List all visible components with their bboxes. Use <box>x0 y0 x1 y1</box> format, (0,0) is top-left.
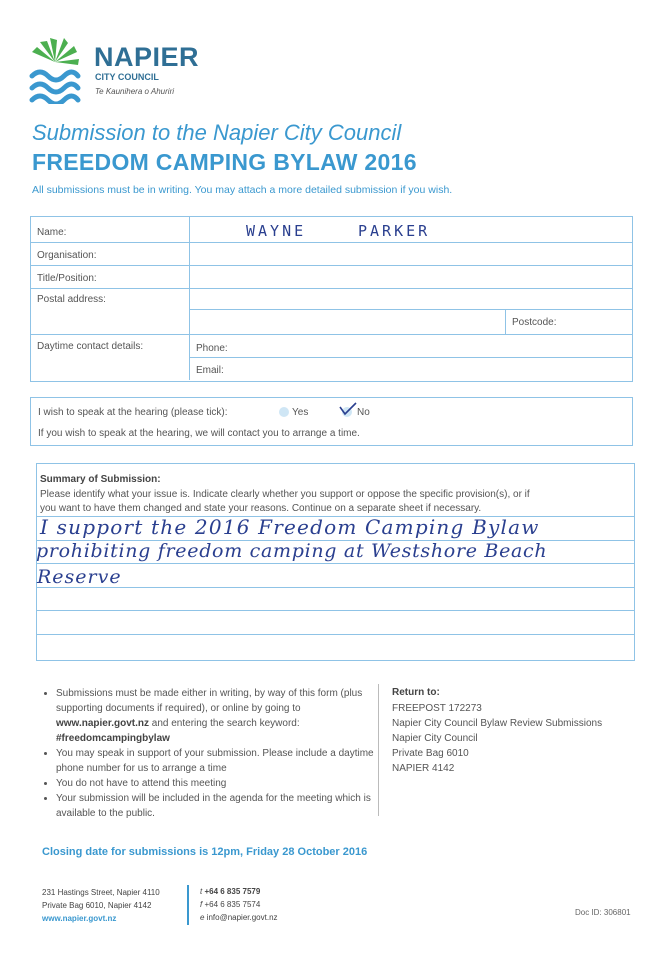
list-item: You may speak in support of your submiss… <box>56 746 386 776</box>
closing-date: Closing date for submissions is 12pm, Fr… <box>42 846 368 858</box>
return-line-1: FREEPOST 172273 <box>392 703 482 714</box>
organisation-field[interactable] <box>192 244 630 264</box>
hearing-question: I wish to speak at the hearing (please t… <box>38 407 228 418</box>
return-line-5: NAPIER 4142 <box>392 763 455 774</box>
organisation-label: Organisation: <box>37 250 97 261</box>
hearing-no-label: No <box>357 407 370 418</box>
list-item: Submissions must be made either in writi… <box>56 686 386 746</box>
phone-label: Phone: <box>196 343 228 354</box>
footer-address-2: Private Bag 6010, Napier 4142 <box>42 901 152 910</box>
footer-phone: t +64 6 835 7579 <box>200 887 261 896</box>
phone-field[interactable] <box>240 336 630 356</box>
postcode-label: Postcode: <box>512 317 557 328</box>
return-heading: Return to: <box>392 687 440 698</box>
summary-heading: Summary of Submission: <box>40 474 161 485</box>
form-subtitle: FREEDOM CAMPING BYLAW 2016 <box>32 149 417 175</box>
list-item: Your submission will be included in the … <box>56 791 386 821</box>
logo-name: NAPIER <box>94 42 200 72</box>
summary-handwriting-line-3[interactable]: Reserve <box>37 566 122 588</box>
summary-handwriting-line-1[interactable]: I support the 2016 Freedom Camping Bylaw <box>40 515 540 539</box>
doc-id: Doc ID: 306801 <box>575 908 631 917</box>
logo-subtitle: CITY COUNCIL <box>95 72 159 82</box>
hearing-note: If you wish to speak at the hearing, we … <box>38 428 360 439</box>
email-field[interactable] <box>240 359 630 379</box>
napier-logo-icon <box>29 38 81 104</box>
form-title: Submission to the Napier City Council <box>32 120 402 145</box>
summary-handwriting-line-2[interactable]: prohibiting freedom camping at Westshore… <box>36 540 548 562</box>
return-line-2: Napier City Council Bylaw Review Submiss… <box>392 718 603 729</box>
summary-instructions-2: you want to have them changed and state … <box>40 503 482 514</box>
info-list: Submissions must be made either in writi… <box>38 686 386 821</box>
details-section <box>30 216 633 382</box>
title-position-label: Title/Position: <box>37 273 97 284</box>
name-first-field[interactable]: WAYNE <box>246 222 307 240</box>
tick-mark-icon <box>339 402 357 416</box>
return-line-4: Private Bag 6010 <box>392 748 469 759</box>
footer-fax: f +64 6 835 7574 <box>200 900 261 909</box>
name-last-field[interactable]: PARKER <box>358 222 431 240</box>
hearing-yes-radio[interactable] <box>279 407 289 417</box>
summary-instructions-1: Please identify what your issue is. Indi… <box>40 489 530 500</box>
list-item: You do not have to attend this meeting <box>56 776 386 791</box>
footer-website-link[interactable]: www.napier.govt.nz <box>42 914 117 923</box>
name-label: Name: <box>37 227 67 238</box>
hearing-section <box>30 397 633 446</box>
title-position-field[interactable] <box>192 267 630 287</box>
logo-maori-name: Te Kaunihera o Ahuriri <box>95 87 175 96</box>
postal-address-label: Postal address: <box>37 294 106 305</box>
footer-address-1: 231 Hastings Street, Napier 4110 <box>42 888 160 897</box>
summary-section <box>36 463 635 661</box>
email-label: Email: <box>196 365 224 376</box>
daytime-contact-label: Daytime contact details: <box>37 341 144 352</box>
return-line-3: Napier City Council <box>392 733 478 744</box>
intro-text: All submissions must be in writing. You … <box>32 184 453 196</box>
postal-address-field[interactable] <box>192 290 502 332</box>
hearing-yes-label: Yes <box>292 407 309 418</box>
footer-email[interactable]: e info@napier.govt.nz <box>200 913 278 922</box>
